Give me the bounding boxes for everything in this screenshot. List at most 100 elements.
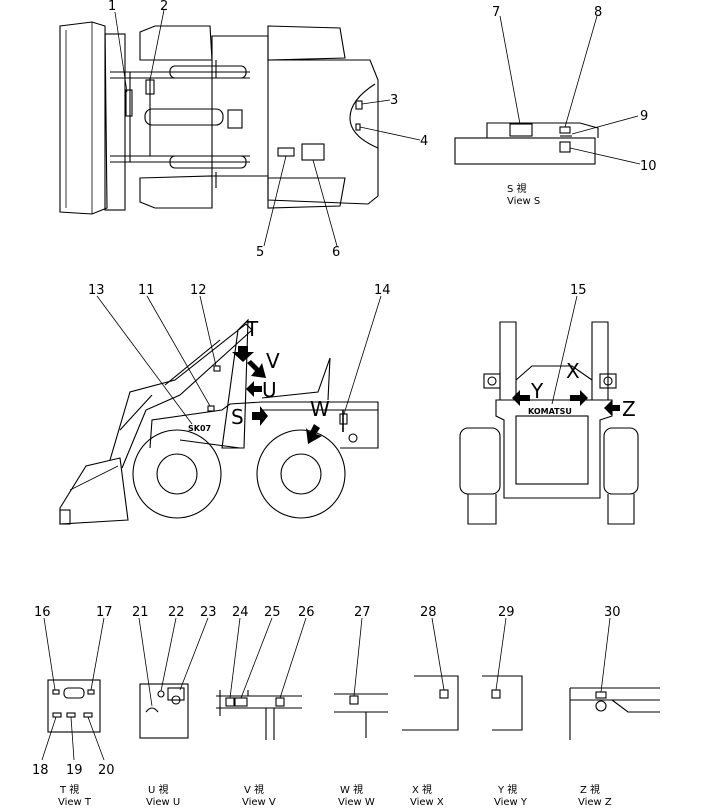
view-t-kanji: T 視 [59,783,79,796]
view-letter-x: X [566,359,580,383]
callout-15: 15 [570,283,587,298]
callout-6: 6 [332,245,340,260]
view-letter-u: U [262,378,277,402]
decal-12-mark [213,365,221,372]
view-letter-w: W [310,397,330,421]
decal-22-mark [157,690,165,698]
side-decal-text: SK07 [188,424,211,433]
callout-11: 11 [138,283,155,298]
callout-10: 10 [640,159,657,174]
view-x-detail: 28 X 視 View X [402,605,459,808]
view-x-label: View X [410,797,444,808]
decal-18-mark [52,712,62,718]
view-v-detail: 24 25 26 V 視 View V [216,605,315,808]
decal-8-mark [559,126,571,134]
side-view: SK07 T V U S W 13 11 12 14 [59,283,391,525]
view-letter-v: V [266,349,280,373]
view-w-detail: 27 W 視 View W [334,605,388,808]
view-z-detail: 30 Z 視 View Z [569,605,660,808]
callout-26: 26 [298,605,315,620]
decal-7-mark [509,123,533,137]
view-u-kanji: U 視 [148,783,169,796]
arrow-view-u [246,381,262,397]
decal-6-mark [301,143,325,161]
decal-19-mark [66,712,76,718]
view-t-label: View T [58,797,92,808]
view-y-detail: 29 Y 視 View Y [482,605,528,808]
callout-20: 20 [98,763,115,778]
decal-4-mark [355,123,361,131]
callout-30: 30 [604,605,621,620]
arrow-view-y [512,390,530,406]
decal-20-mark [83,712,93,718]
arrow-view-w [306,424,322,444]
callout-25: 25 [264,605,281,620]
view-letter-y: Y [530,379,544,403]
view-t-detail: 16 17 18 19 20 T 視 View T [32,605,115,808]
rear-view: KOMATSU 15 Y X Z [459,283,639,525]
view-s-label: View S [507,196,540,207]
decal-23-mark [167,687,185,701]
top-view: 1 2 3 4 5 6 [59,0,428,260]
arrow-view-z [604,400,620,416]
callout-12: 12 [190,283,207,298]
view-w-label: View W [338,797,375,808]
callout-8: 8 [594,5,602,20]
callout-19: 19 [66,763,83,778]
decal-25-mark [234,697,248,707]
callout-4: 4 [420,134,428,149]
decal-1-mark [125,89,133,117]
callout-14: 14 [374,283,391,298]
arrow-view-s [252,406,268,426]
view-s-detail: 7 8 9 10 S 視 View S [454,5,657,207]
view-letter-s: S [231,405,244,429]
callout-9: 9 [640,109,648,124]
decal-30-mark [595,691,607,699]
callout-29: 29 [498,605,515,620]
callout-7: 7 [492,5,500,20]
callout-17: 17 [96,605,113,620]
callout-23: 23 [200,605,217,620]
callout-24: 24 [232,605,249,620]
callout-16: 16 [34,605,51,620]
callout-2: 2 [160,0,168,14]
callout-1: 1 [108,0,116,14]
view-u-label: View U [146,797,180,808]
view-x-kanji: X 視 [412,783,432,796]
view-v-label: View V [242,797,276,808]
arrow-view-x [570,390,588,406]
callout-13: 13 [88,283,105,298]
view-z-label: View Z [578,797,612,808]
callout-22: 22 [168,605,185,620]
view-z-kanji: Z 視 [580,783,600,796]
decal-3-mark [355,100,363,110]
callout-5: 5 [256,245,264,260]
decal-27-mark [349,695,359,705]
decal-11-mark [207,405,215,412]
decal-28-mark [439,689,449,699]
view-v-kanji: V 視 [244,783,264,796]
callout-21: 21 [132,605,149,620]
view-y-label: View Y [494,797,528,808]
decal-10-mark [559,141,571,153]
decal-5-mark [277,147,295,157]
decal-24-mark [225,697,235,707]
view-u-detail: 21 22 23 U 視 View U [132,605,217,808]
arrow-view-t [232,346,254,362]
arrow-view-v [247,360,266,378]
decal-16-mark [52,689,60,695]
view-letter-z: Z [622,397,636,421]
decal-14-mark [339,413,348,425]
callout-18: 18 [32,763,49,778]
callout-3: 3 [390,93,398,108]
decal-26-mark [275,697,285,707]
view-letter-t: T [245,317,259,341]
view-s-kanji: S 視 [507,182,527,195]
callout-27: 27 [354,605,371,620]
callout-28: 28 [420,605,437,620]
view-y-kanji: Y 視 [497,783,517,796]
view-w-kanji: W 視 [340,783,363,796]
decal-17-mark [87,689,95,695]
rear-logo: KOMATSU [528,407,572,416]
